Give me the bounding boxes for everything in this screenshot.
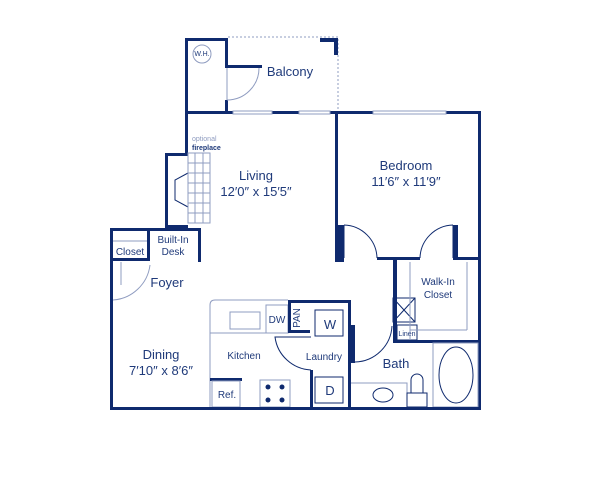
linen-label: Linen [398,331,415,338]
wall [210,378,242,381]
living-dims: 12′0″ x 15′5″ [220,184,292,199]
wall [335,111,338,262]
bottom-wall [110,407,481,410]
top-wall [185,111,481,114]
wall [225,65,262,68]
window [298,110,331,115]
wall [110,258,150,261]
desk-label: Desk [162,247,186,258]
walkin-label: Closet [424,290,453,301]
stove-burners-icon [265,384,285,403]
bathtub-basin [438,346,474,404]
wall [453,257,481,260]
wall [110,228,198,231]
wall [310,370,313,410]
fireplace [174,172,189,208]
wall [453,225,458,260]
bath-door[interactable] [354,325,393,363]
wall [147,231,150,260]
wall [288,300,291,333]
sink [372,387,394,403]
wall [393,340,433,343]
wall [165,153,188,228]
dryer-label: D [325,383,334,398]
wall [377,257,420,260]
bedroom-label: Bedroom [380,158,433,173]
foyer-label: Foyer [150,275,184,290]
balcony-corner [320,38,338,55]
entry-door[interactable] [112,262,151,301]
balcony-label: Balcony [267,64,314,79]
right-wall [478,111,481,410]
wall [225,38,228,68]
counter [209,299,288,407]
hvac-cross-icon [392,297,416,323]
wall [348,300,351,410]
bedroom-door[interactable] [343,224,378,259]
wall [335,225,344,262]
bedroom-dims: 11′6″ x 11′9″ [371,174,441,189]
fireplace-hearth [187,152,211,224]
fireplace-note: fireplace [192,145,221,152]
vanity [351,382,408,407]
dryer [314,376,344,404]
fireplace-note: optional [192,136,217,143]
washer-label: W [324,317,337,332]
toilet [410,373,424,393]
wall [351,325,355,363]
bath-label: Bath [383,356,410,371]
wall [288,330,310,333]
toilet-tank [406,392,428,408]
balcony-door[interactable] [226,67,260,101]
water-heater [192,44,212,64]
wall [185,38,228,41]
desk-label: Built-In [157,235,188,246]
window [232,110,273,115]
laundry-door[interactable] [274,336,312,371]
pantry-label: PAN [292,308,303,328]
dining-dims: 7′10″ x 8′6″ [129,363,193,378]
washer [314,309,344,337]
wall [225,100,228,113]
sink [229,311,261,330]
closet-label: Closet [116,247,145,258]
living-label: Living [239,168,273,183]
wall [288,300,351,303]
wall [393,259,397,343]
stove [259,379,291,408]
window [372,110,447,115]
closet-door[interactable] [419,224,454,259]
bathtub [432,342,479,408]
dishwasher-label: DW [269,315,286,326]
wall [185,111,188,156]
refrigerator-label: Ref. [218,390,236,401]
kitchen-label: Kitchen [227,351,260,362]
laundry-label: Laundry [306,352,342,363]
hvac-box [392,297,416,323]
closet-shelves [409,262,468,340]
walkin-label: Walk-In [421,277,455,288]
left-wall [110,228,113,410]
water-heater-label: W.H. [194,51,209,58]
linen-closet [396,324,418,341]
wall [198,228,201,262]
balcony-edge [228,36,339,112]
dining-label: Dining [143,347,180,362]
wall [430,340,481,343]
wall [185,38,188,114]
